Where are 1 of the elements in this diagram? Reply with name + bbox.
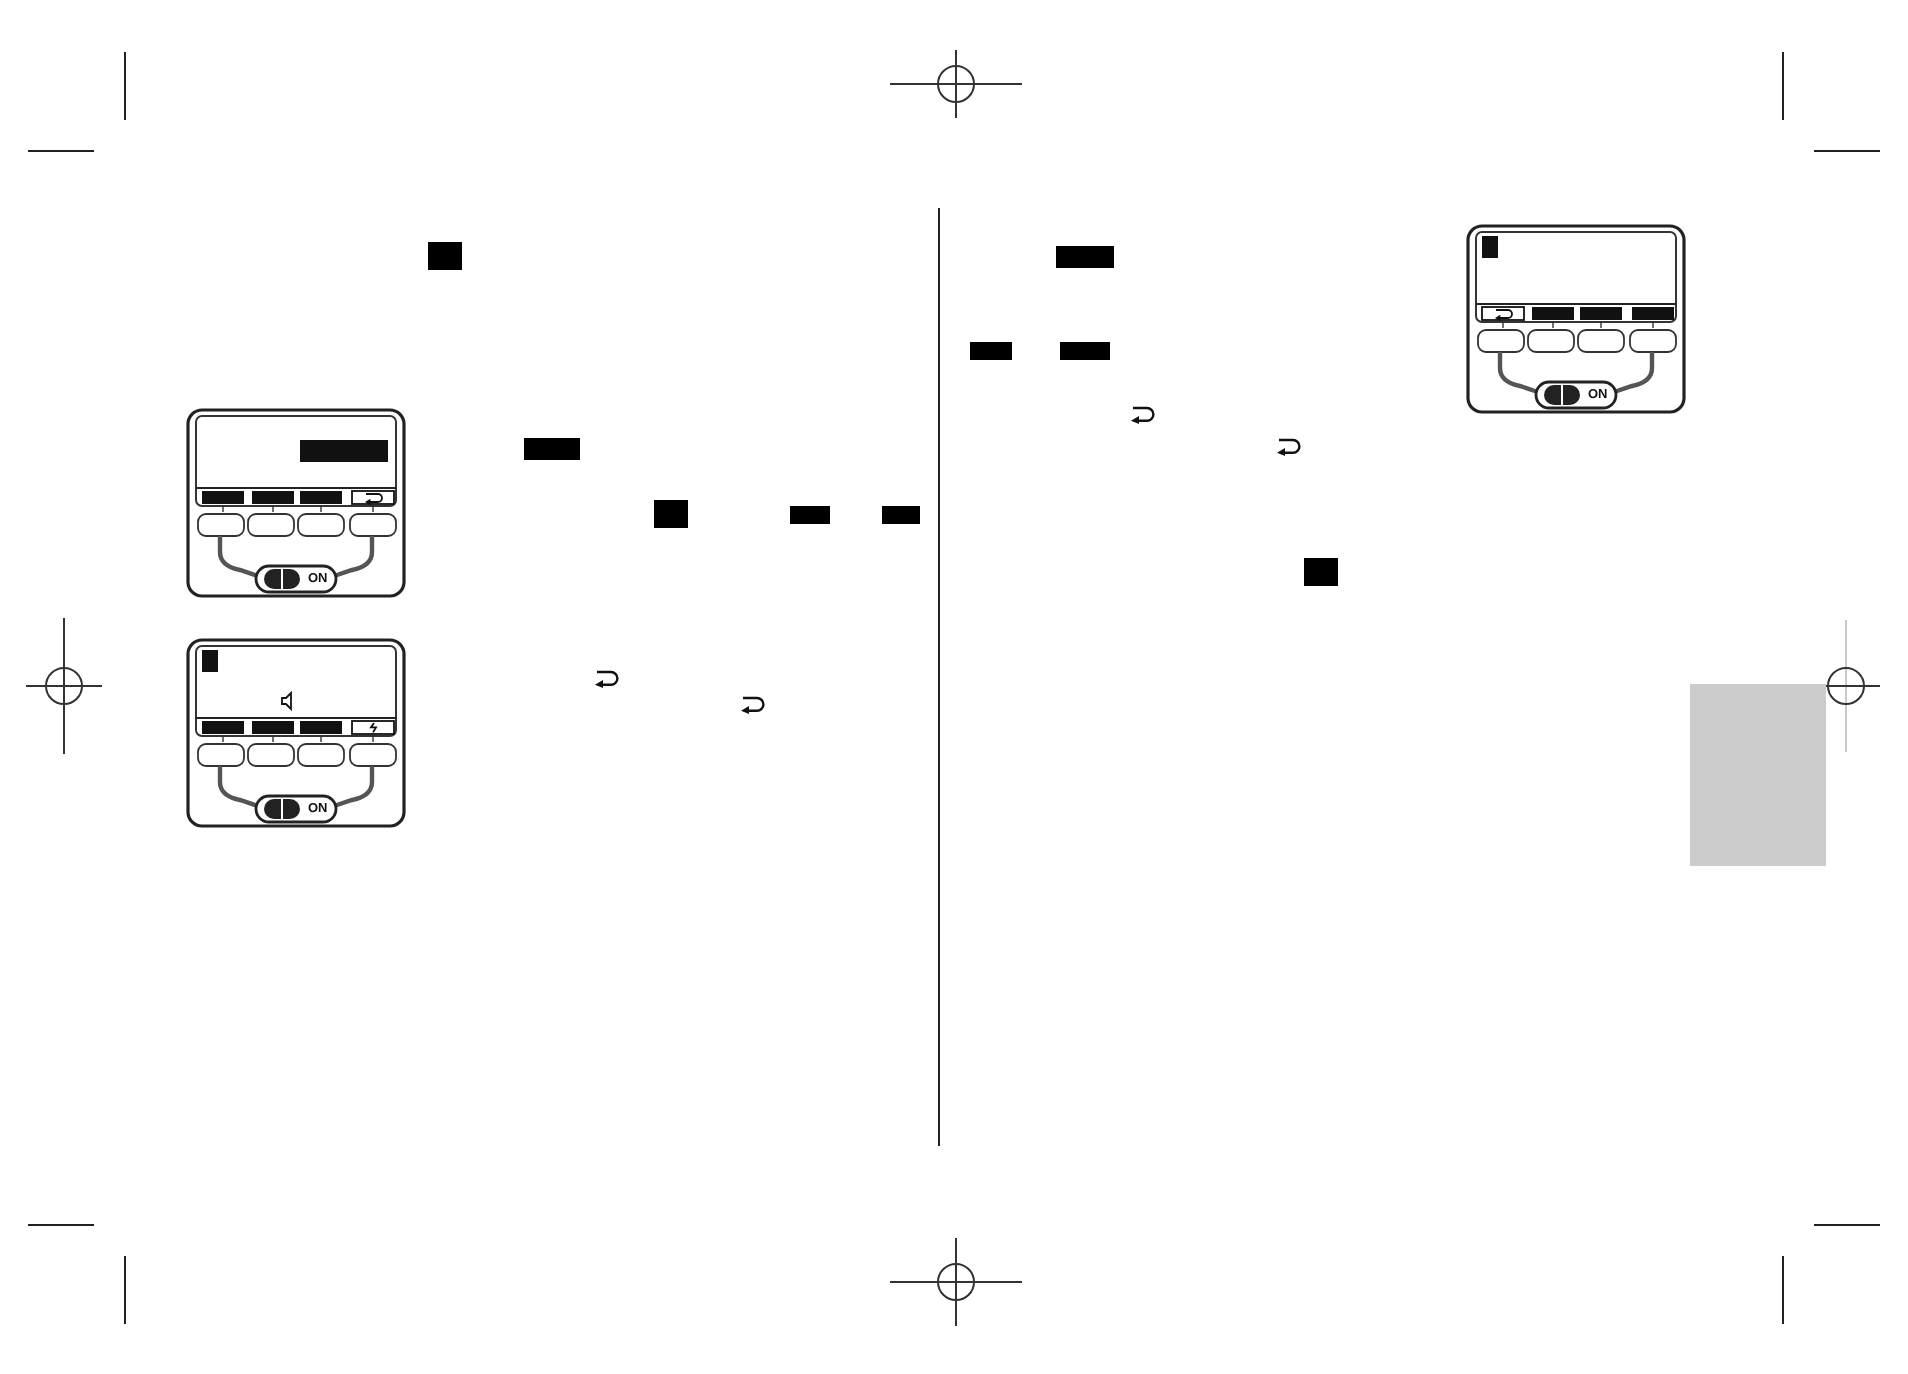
side-tab: [1690, 684, 1826, 866]
